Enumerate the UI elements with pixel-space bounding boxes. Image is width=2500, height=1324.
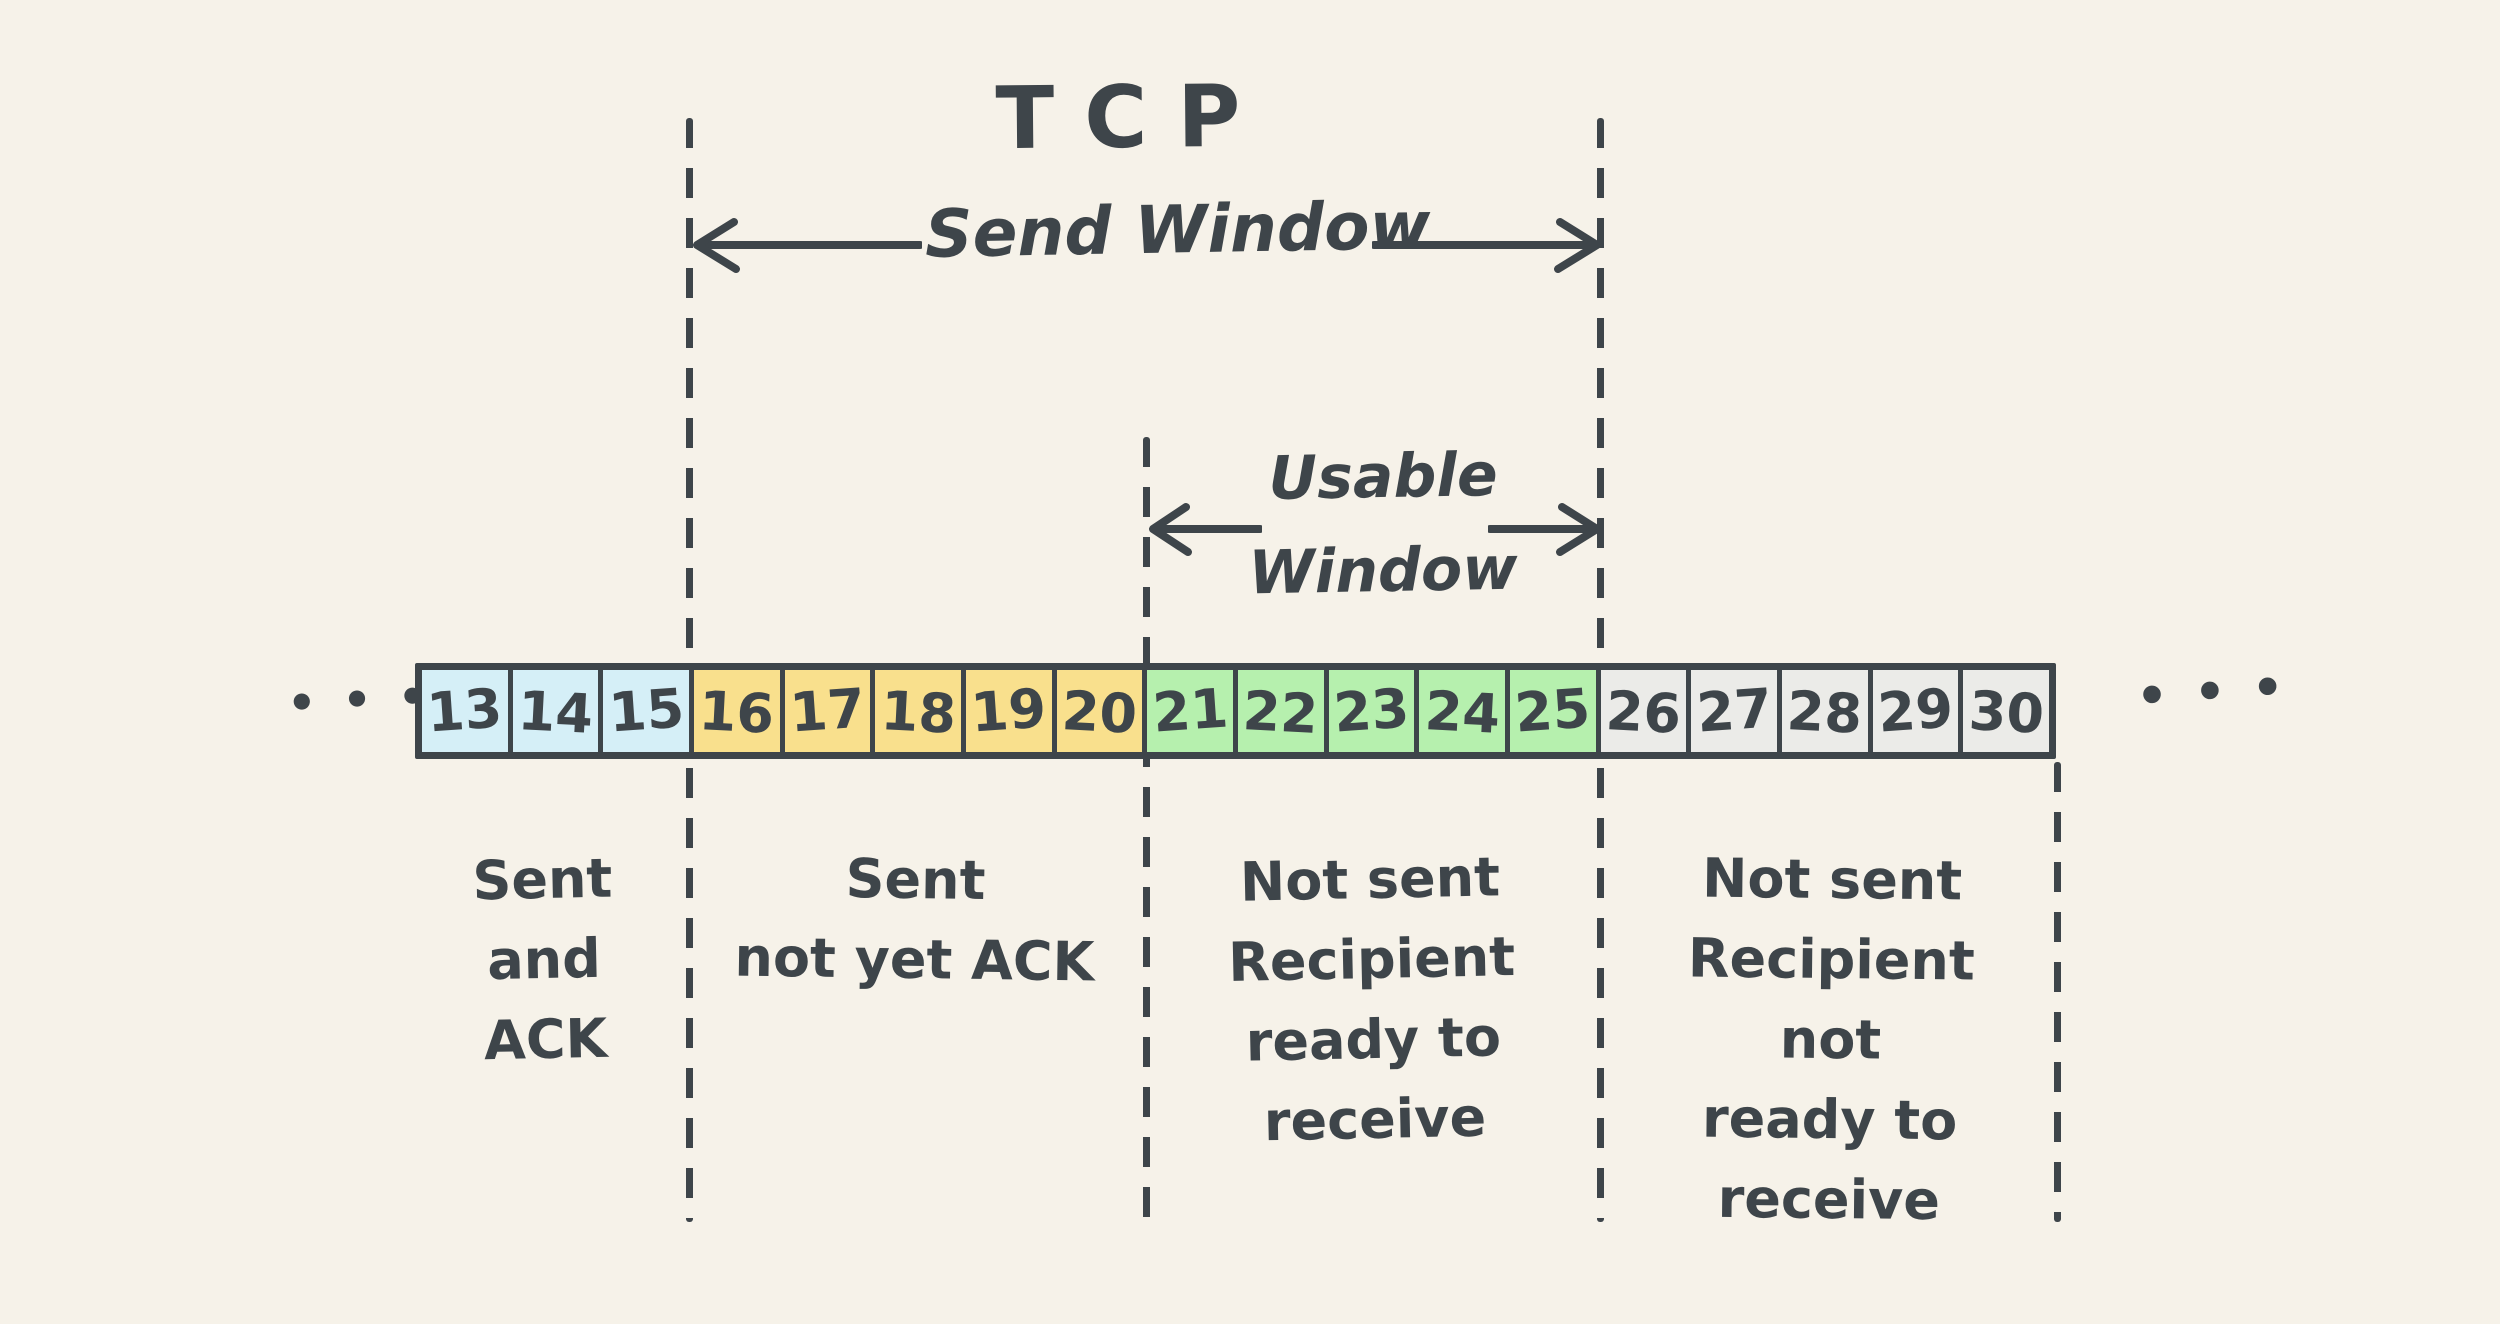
sequence-cell-18: 18 bbox=[870, 670, 962, 752]
region-label-line: ready to bbox=[1245, 1005, 1502, 1074]
send-window-arrow-left-icon bbox=[693, 218, 922, 273]
region-label-line: Sent bbox=[845, 847, 986, 912]
sequence-cell-15: 15 bbox=[598, 670, 690, 752]
right-ellipsis: ••• bbox=[2134, 656, 2312, 726]
diagram-title: TCP bbox=[995, 66, 1271, 170]
sequence-number: 28 bbox=[1785, 678, 1865, 746]
sequence-number: 15 bbox=[606, 675, 686, 745]
sequence-number: 25 bbox=[1513, 675, 1593, 745]
region-label-line: not bbox=[1779, 1007, 1882, 1072]
region-label-line: not yet ACK bbox=[734, 925, 1095, 994]
sequence-cell-29: 29 bbox=[1867, 670, 1959, 752]
sequence-cell-27: 27 bbox=[1686, 670, 1778, 752]
region-label-line: and bbox=[486, 926, 602, 993]
sequence-cell-26: 26 bbox=[1595, 670, 1687, 752]
sequence-cell-22: 22 bbox=[1233, 670, 1324, 752]
sequence-cell-25: 25 bbox=[1505, 670, 1596, 752]
sequence-cell-16: 16 bbox=[689, 670, 780, 752]
sequence-number: 19 bbox=[969, 675, 1049, 745]
sequence-number: 24 bbox=[1422, 678, 1502, 746]
sequence-end-boundary-line bbox=[2054, 762, 2061, 1222]
sequence-number: 29 bbox=[1875, 675, 1956, 745]
usable-window-arrow-right-icon bbox=[1488, 503, 1601, 556]
sequence-cell-13: 13 bbox=[422, 670, 508, 752]
sequence-cell-17: 17 bbox=[779, 670, 871, 752]
sequence-number: 16 bbox=[697, 678, 776, 746]
sequence-number: 23 bbox=[1331, 675, 1412, 745]
sequence-number: 21 bbox=[1150, 675, 1230, 745]
region-label-line: receive bbox=[1263, 1085, 1487, 1154]
sequence-cell-28: 28 bbox=[1777, 670, 1868, 752]
region-label-line: ACK bbox=[483, 1006, 608, 1073]
region-label-line: Not sent bbox=[1239, 845, 1501, 914]
sequence-number: 26 bbox=[1604, 678, 1683, 746]
sequence-cell-24: 24 bbox=[1414, 670, 1506, 752]
sequence-number: 18 bbox=[878, 678, 958, 746]
sequence-cell-14: 14 bbox=[507, 670, 599, 752]
sequence-number: 22 bbox=[1241, 678, 1320, 746]
sequence-number: 17 bbox=[787, 675, 868, 745]
sequence-cell-19: 19 bbox=[961, 670, 1052, 752]
region-label-line: receive bbox=[1717, 1166, 1941, 1233]
send-window-arrow-right-icon bbox=[1372, 218, 1601, 273]
sequence-cell-23: 23 bbox=[1323, 670, 1415, 752]
sequence-number: 14 bbox=[516, 678, 595, 746]
region-label-line: Not sent bbox=[1701, 846, 1963, 913]
sequence-cell-20: 20 bbox=[1051, 670, 1143, 752]
region-label-sent-not-yet-ack: Sent not yet ACK bbox=[699, 837, 1131, 1003]
usable-window-left-boundary-line bbox=[1143, 437, 1150, 1222]
sequence-number: 20 bbox=[1060, 678, 1139, 746]
sequence-number: 27 bbox=[1694, 675, 1774, 745]
sequence-cell-21: 21 bbox=[1142, 670, 1234, 752]
region-label-line: Recipient bbox=[1687, 926, 1976, 993]
sequence-number: 30 bbox=[1967, 678, 2046, 746]
sequence-number: 13 bbox=[425, 675, 505, 745]
send-window-label: Send Window bbox=[924, 187, 1432, 273]
region-label-line: Recipient bbox=[1227, 925, 1516, 995]
sequence-cell-30: 30 bbox=[1958, 670, 2050, 752]
usable-window-arrow-left-icon bbox=[1149, 503, 1262, 556]
region-label-line: Sent bbox=[471, 846, 613, 913]
region-label-line: ready to bbox=[1701, 1086, 1958, 1153]
